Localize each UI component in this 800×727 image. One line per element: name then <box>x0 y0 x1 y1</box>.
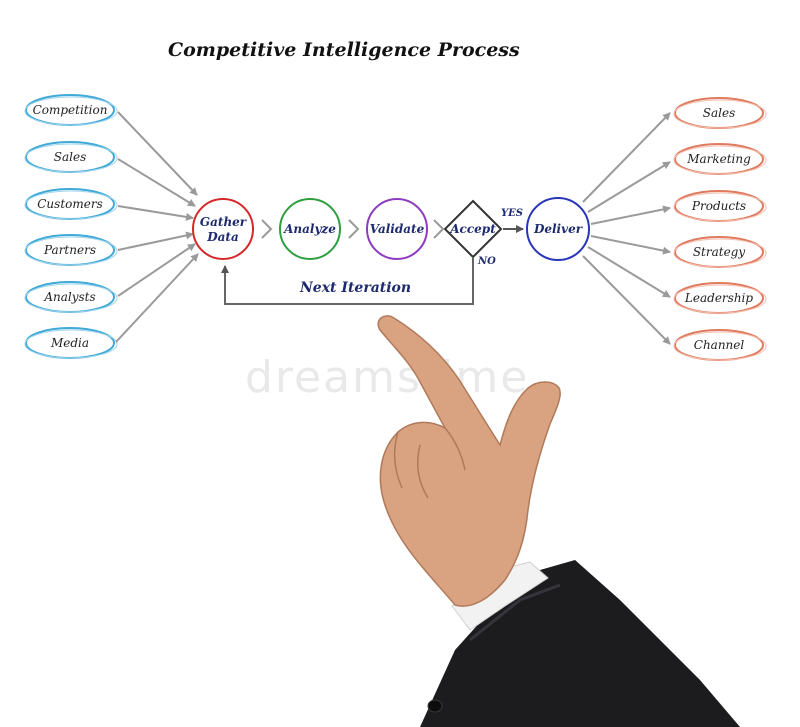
pointing-hand-illustration <box>377 315 740 727</box>
output-oval-leadership: Leadership <box>673 282 767 314</box>
chevron-icon <box>348 219 360 239</box>
deliver-label: Deliver <box>533 222 584 236</box>
yes-label: YES <box>501 208 523 219</box>
input-arrows <box>115 111 199 343</box>
output-oval-products: Products <box>673 190 767 222</box>
arrow-partners <box>117 231 194 251</box>
arrow-out-channel <box>582 255 671 345</box>
no-label: NO <box>477 256 496 267</box>
arrow-out-sales <box>582 112 671 203</box>
input-oval-competition: Competition <box>24 94 118 126</box>
input-label-competition: Competition <box>33 103 108 117</box>
output-oval-strategy: Strategy <box>673 236 767 268</box>
output-oval-marketing: Marketing <box>673 143 767 175</box>
arrow-competition <box>117 111 198 196</box>
hand <box>377 315 561 607</box>
arrow-customers <box>117 205 194 221</box>
cuff-button <box>427 699 443 713</box>
input-oval-partners: Partners <box>24 234 118 266</box>
output-label-products: Products <box>691 199 746 213</box>
output-label-sales: Sales <box>703 106 735 120</box>
step-gather-data: Gather Data <box>192 198 254 260</box>
input-label-sales: Sales <box>54 150 86 164</box>
arrow-analysts <box>117 243 196 297</box>
arrow-out-products <box>590 205 671 225</box>
next-iteration-label: Next Iteration <box>299 280 411 296</box>
output-oval-sales: Sales <box>673 97 767 129</box>
input-oval-media: Media <box>24 327 118 359</box>
input-label-analysts: Analysts <box>43 290 95 304</box>
analyze-label: Analyze <box>283 222 336 236</box>
arrow-media <box>115 253 199 343</box>
next-iteration-loop <box>221 257 474 305</box>
input-group: Competition Sales Customers Partners Ana… <box>24 94 118 359</box>
step-deliver: Deliver <box>526 197 590 261</box>
output-arrows <box>582 112 671 345</box>
arrow-out-strategy <box>590 235 671 255</box>
input-oval-sales: Sales <box>24 141 118 173</box>
diagram-title: Competitive Intelligence Process <box>168 39 520 61</box>
input-label-customers: Customers <box>37 197 103 211</box>
gather-label-line2: Data <box>206 230 239 244</box>
output-label-leadership: Leadership <box>684 291 753 305</box>
arrow-out-marketing <box>587 161 671 213</box>
step-analyze: Analyze <box>279 198 341 260</box>
decision-accept: Accept <box>443 199 503 259</box>
arrow-out-leadership <box>587 246 671 298</box>
input-oval-customers: Customers <box>24 188 118 220</box>
arrow-sales-in <box>117 158 196 207</box>
step-validate: Validate <box>366 198 428 260</box>
output-label-channel: Channel <box>694 338 745 352</box>
validate-label: Validate <box>370 222 425 236</box>
input-label-media: Media <box>50 336 89 350</box>
watermark-text: dreamstime <box>245 352 529 403</box>
output-oval-channel: Channel <box>673 329 767 361</box>
output-group: Sales Marketing Products Strategy Leader… <box>673 97 767 361</box>
chevron-icon <box>433 219 445 239</box>
input-label-partners: Partners <box>43 243 96 257</box>
gather-label-line1: Gather <box>200 215 248 229</box>
input-oval-analysts: Analysts <box>24 281 118 313</box>
accept-label: Accept <box>449 222 496 236</box>
chevron-icon <box>261 219 273 239</box>
output-label-strategy: Strategy <box>693 245 746 259</box>
output-label-marketing: Marketing <box>686 152 751 166</box>
